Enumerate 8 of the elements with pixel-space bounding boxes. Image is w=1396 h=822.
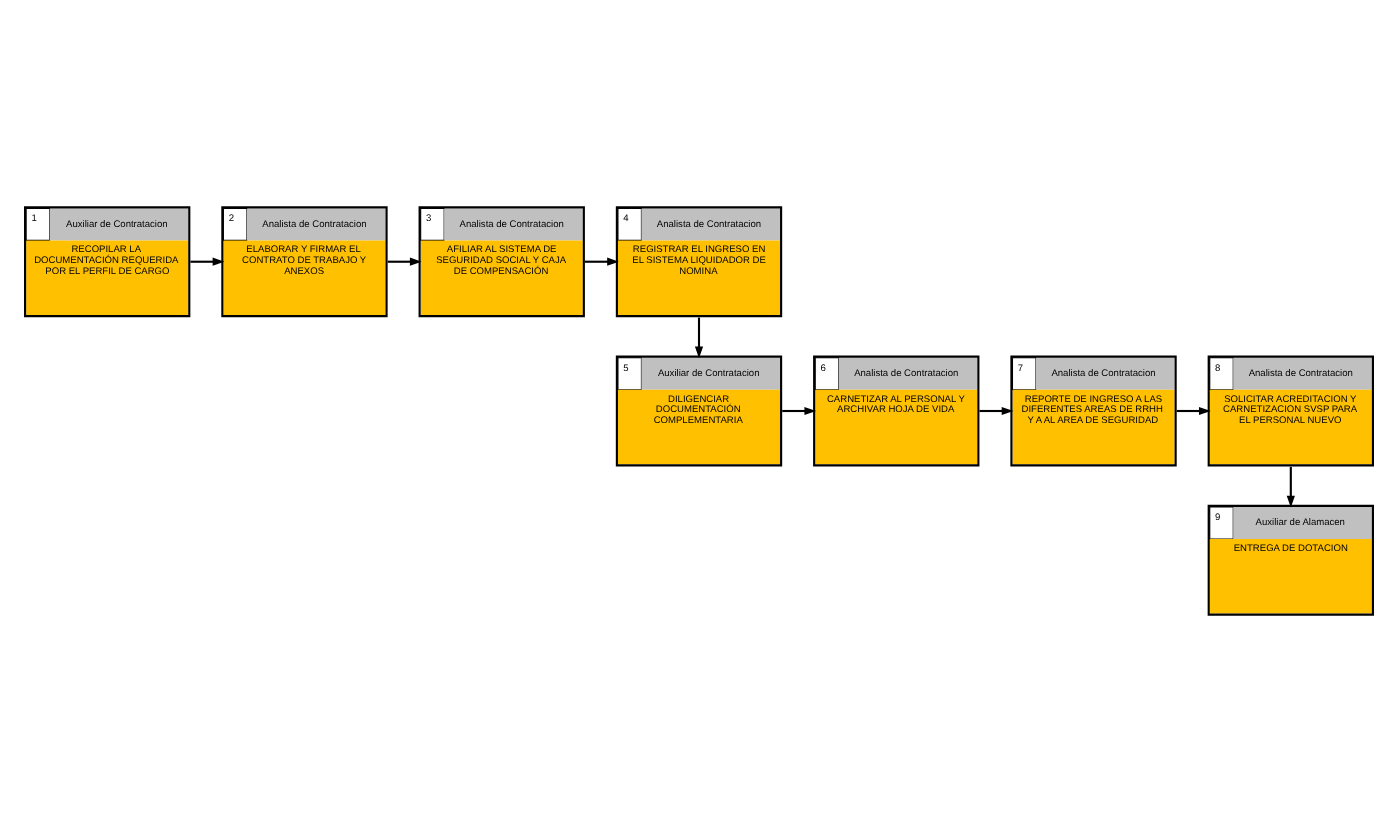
arrow [978, 406, 1013, 416]
arrow [583, 257, 618, 266]
arrow [781, 406, 816, 416]
arrow [189, 257, 224, 266]
arrow [1285, 466, 1294, 508]
arrow [693, 317, 703, 359]
arrow [386, 257, 421, 266]
arrow [1175, 406, 1210, 416]
